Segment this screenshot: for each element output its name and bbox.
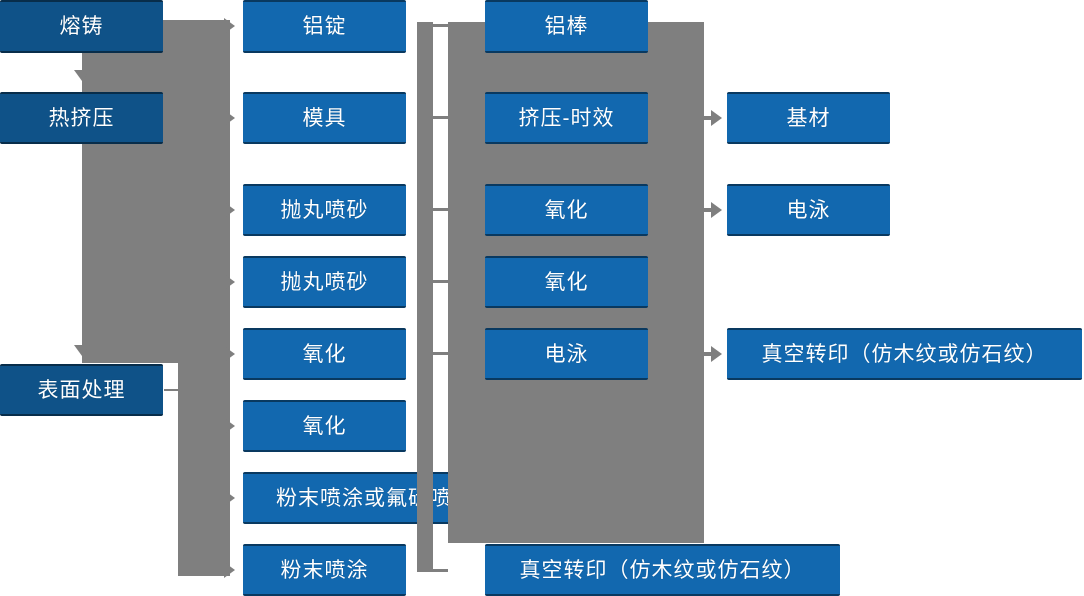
stage-box-surface[interactable]: 表面处理 (0, 364, 163, 416)
arrow-to-col4-electro (711, 202, 722, 218)
process-box-col4-vacuum[interactable]: 真空转印（仿木纹或仿石纹） (727, 328, 1082, 380)
stage-label-melting: 熔铸 (59, 15, 104, 38)
left-bracket-spine-upper (82, 68, 230, 95)
mid-bracket-thin-spine (417, 22, 433, 572)
arrow-down-extrude-to-surface (74, 345, 90, 356)
stage-label-surface: 表面处理 (37, 378, 126, 402)
process-box-col2-oxidize-2[interactable]: 氧化 (243, 400, 406, 452)
arrow-stem-col4-substrate (704, 116, 713, 120)
process-label-col4-vacuum: 真空转印（仿木纹或仿石纹） (761, 342, 1048, 366)
process-label-col2-mold: 模具 (302, 106, 347, 130)
process-label-col2-shotblast-1: 抛丸喷砂 (280, 198, 369, 222)
process-label-col2-oxidize-2: 氧化 (302, 414, 347, 438)
process-box-col2-shotblast-1[interactable]: 抛丸喷砂 (243, 184, 406, 236)
process-box-col3-bar[interactable]: 铝棒 (485, 0, 648, 53)
process-label-col2-powder-fluor: 粉末喷涂或氟碳喷涂 (276, 486, 474, 510)
arrow-to-col4-vacuum (711, 346, 722, 362)
arrow-to-col2-oxidize-1 (224, 346, 235, 362)
arrow-to-col2-mold (224, 110, 235, 126)
process-label-col3-bar: 铝棒 (544, 15, 589, 38)
process-box-col3-vacuum[interactable]: 真空转印（仿木纹或仿石纹） (485, 544, 840, 596)
arrow-to-col2-powder (224, 562, 235, 578)
process-box-col3-oxidize-1[interactable]: 氧化 (485, 184, 648, 236)
process-label-col2-ingot: 铝锭 (302, 15, 347, 38)
stage-box-extrude[interactable]: 热挤压 (0, 92, 163, 144)
process-box-col2-mold[interactable]: 模具 (243, 92, 406, 144)
arrow-stem-col4-vacuum (704, 352, 713, 356)
arrow-to-col2-ingot (224, 18, 235, 34)
process-box-col2-oxidize-1[interactable]: 氧化 (243, 328, 406, 380)
process-label-col3-electro: 电泳 (544, 342, 589, 366)
process-label-col4-substrate: 基材 (786, 106, 831, 130)
arrow-to-col2-powder-fluor (224, 490, 235, 506)
process-label-col2-shotblast-2: 抛丸喷砂 (280, 270, 369, 294)
arrow-to-col4-substrate (711, 110, 722, 126)
process-label-col2-oxidize-1: 氧化 (302, 342, 347, 366)
arrow-stem-col4-electro (704, 208, 713, 212)
mid-bracket-tick-3 (433, 208, 448, 211)
process-box-col2-shotblast-2[interactable]: 抛丸喷砂 (243, 256, 406, 308)
process-label-col2-powder: 粉末喷涂 (280, 558, 369, 582)
arrow-to-col2-oxidize-2 (224, 418, 235, 434)
process-box-col2-powder[interactable]: 粉末喷涂 (243, 544, 406, 596)
arrow-to-col2-shotblast-2 (224, 274, 235, 290)
process-label-col3-oxidize-2: 氧化 (544, 270, 589, 294)
surface-connector-stub (164, 389, 180, 391)
left-bracket-spine-lower (178, 363, 230, 576)
process-box-col3-oxidize-2[interactable]: 氧化 (485, 256, 648, 308)
arrow-to-col2-shotblast-1 (224, 202, 235, 218)
process-box-col3-electro[interactable]: 电泳 (485, 328, 648, 380)
process-label-col3-vacuum: 真空转印（仿木纹或仿石纹） (519, 558, 806, 582)
process-label-col3-oxidize-1: 氧化 (544, 198, 589, 222)
mid-bracket-tick-4 (433, 280, 448, 283)
stage-label-extrude: 热挤压 (48, 106, 115, 130)
mid-bracket-tick-5 (433, 352, 448, 355)
process-box-col3-extrude-age[interactable]: 挤压-时效 (485, 92, 648, 144)
process-box-col4-substrate[interactable]: 基材 (727, 92, 890, 144)
mid-bracket-tick-1 (433, 24, 448, 27)
process-label-col4-electro: 电泳 (786, 198, 831, 222)
mid-bracket-tick-2 (433, 116, 448, 119)
arrow-down-melting-to-extrude (74, 70, 90, 81)
stage-box-melting[interactable]: 熔铸 (0, 0, 163, 53)
process-box-col2-ingot[interactable]: 铝锭 (243, 0, 406, 53)
mid-bracket-tick-6 (433, 569, 448, 572)
process-label-col3-extrude-age: 挤压-时效 (518, 106, 615, 130)
process-box-col4-electro[interactable]: 电泳 (727, 184, 890, 236)
